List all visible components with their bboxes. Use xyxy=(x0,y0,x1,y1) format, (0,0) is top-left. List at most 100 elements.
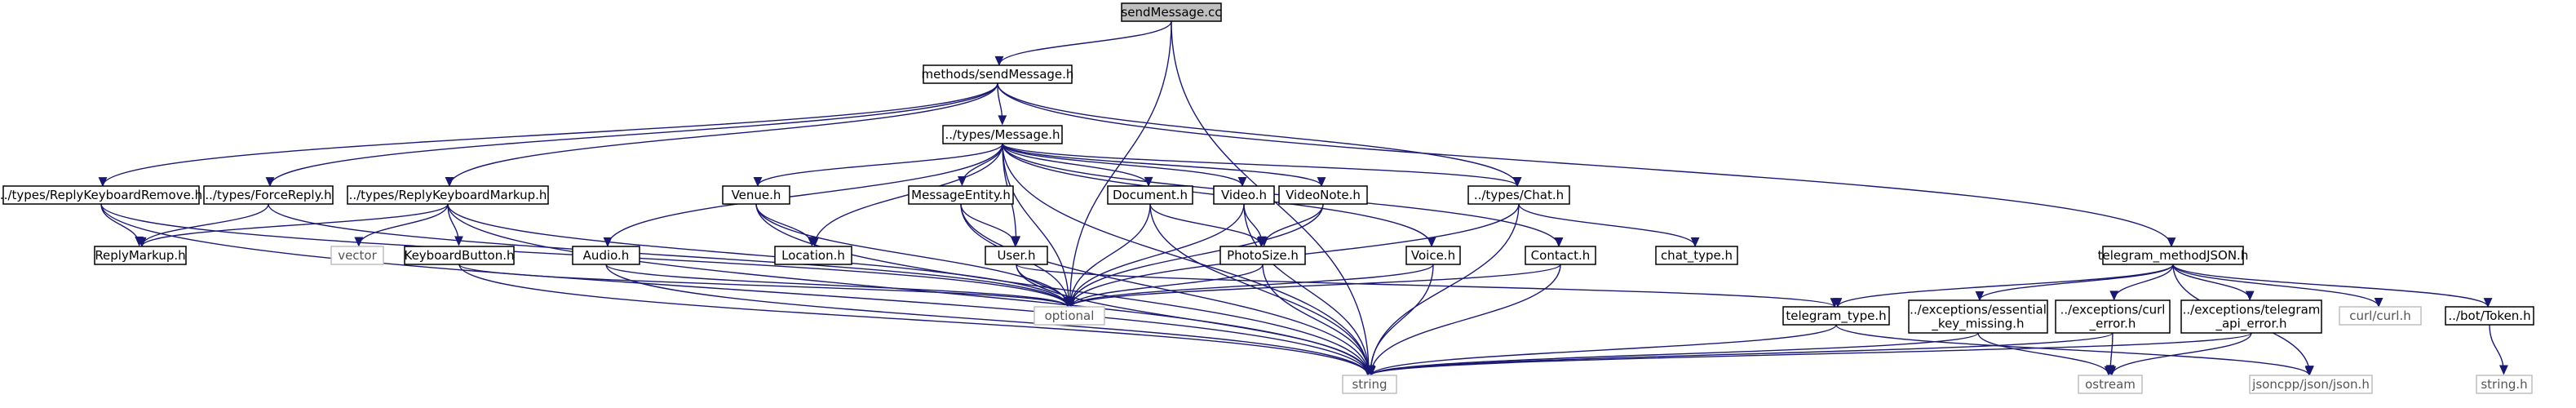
node-keyboardbutton[interactable]: KeyboardButton.h xyxy=(404,246,515,265)
arrowhead-icon xyxy=(2245,290,2255,301)
edge-line xyxy=(1070,203,1245,306)
node-box xyxy=(2476,375,2533,394)
node-box xyxy=(942,125,1063,144)
edge-exc-essential-to-string xyxy=(1366,332,1979,377)
node-label: ../types/Chat.h xyxy=(1474,188,1564,202)
node-videonote[interactable]: VideoNote.h xyxy=(1278,185,1368,205)
node-voice[interactable]: Voice.h xyxy=(1405,246,1461,265)
node-chat-type[interactable]: chat_type.h xyxy=(1655,246,1738,265)
node-user[interactable]: User.h xyxy=(985,246,1048,265)
edge-video-to-optional xyxy=(1066,203,1245,308)
edge-document-to-string xyxy=(1149,203,1373,376)
node-replymarkup[interactable]: ReplyMarkup.h xyxy=(94,246,187,265)
node-label: ../types/ReplyKeyboardMarkup.h xyxy=(349,188,547,202)
node-box xyxy=(1121,2,1222,22)
node-contact[interactable]: Contact.h xyxy=(1525,246,1596,265)
edge-voice-to-optional xyxy=(1066,264,1434,308)
arrowhead-icon xyxy=(1427,237,1436,247)
node-vector: vector xyxy=(330,246,384,265)
node-jsoncpp: jsoncpp/json/json.h xyxy=(2249,375,2373,394)
edge-line xyxy=(1837,264,2174,308)
edge-line xyxy=(1069,203,1151,306)
node-types-message[interactable]: ../types/Message.h xyxy=(942,125,1063,144)
edge-telegram-methodjson-to-exc-essential xyxy=(1975,264,2174,302)
edge-line xyxy=(1370,332,1979,376)
node-label: telegram_methodJSON.h xyxy=(2098,248,2249,264)
node-box xyxy=(1213,185,1275,205)
node-messageentity[interactable]: MessageEntity.h xyxy=(908,185,1014,205)
node-box xyxy=(1525,246,1596,265)
edge-types-replykeyboardmarkup-to-replymarkup xyxy=(137,203,449,248)
node-document[interactable]: Document.h xyxy=(1107,185,1193,205)
node-venue[interactable]: Venue.h xyxy=(722,185,790,205)
arrowhead-icon xyxy=(1690,237,1700,247)
edge-line xyxy=(757,143,1003,186)
edge-types-message-to-types-chat xyxy=(1002,143,1522,188)
arrowhead-icon xyxy=(2483,298,2493,308)
node-types-replykeyboardremove[interactable]: ../types/ReplyKeyboardRemove.h xyxy=(0,185,202,205)
node-audio[interactable]: Audio.h xyxy=(572,246,640,265)
edge-keyboardbutton-to-string xyxy=(458,264,1373,377)
edge-line xyxy=(2172,264,2489,308)
node-box xyxy=(908,185,1014,205)
edge-types-forcereply-to-replymarkup xyxy=(137,203,269,247)
node-root[interactable]: sendMessage.cc xyxy=(1121,2,1222,22)
node-box xyxy=(203,185,334,205)
edge-telegram-methodjson-to-curl xyxy=(2172,264,2383,308)
edge-types-message-to-venue xyxy=(753,143,1003,188)
edge-line xyxy=(1070,264,1434,308)
edge-line xyxy=(1977,332,2109,375)
edge-line xyxy=(1002,143,1518,187)
node-label: ostream xyxy=(2085,377,2136,392)
node-label: Voice.h xyxy=(1411,248,1455,263)
edge-methods-sendmessage-to-types-replykeyboardmarkup xyxy=(445,82,998,188)
node-label: PhotoSize.h xyxy=(1227,248,1299,263)
node-box xyxy=(2445,306,2534,326)
node-methods-sendmessage[interactable]: methods/sendMessage.h xyxy=(922,64,1074,84)
node-types-chat[interactable]: ../types/Chat.h xyxy=(1467,185,1570,205)
arrowhead-icon xyxy=(998,115,1007,126)
edge-line xyxy=(1518,203,1696,246)
edge-line xyxy=(358,203,449,246)
node-box xyxy=(1908,299,2048,334)
edge-messageentity-to-user xyxy=(960,203,1020,247)
edge-types-chat-to-chat-type xyxy=(1518,203,1700,247)
node-exc-telegram-api[interactable]: ../exceptions/telegram_api_error.h xyxy=(2180,299,2322,334)
node-types-replykeyboardmarkup[interactable]: ../types/ReplyKeyboardMarkup.h xyxy=(347,185,549,205)
node-label: chat_type.h xyxy=(1661,248,1733,264)
node-label: Document.h xyxy=(1113,188,1188,202)
edge-line xyxy=(997,82,1518,186)
arrowhead-icon xyxy=(1317,177,1326,188)
edge-telegram-methodjson-to-bot-token xyxy=(2172,264,2493,308)
edge-line xyxy=(1370,332,2252,376)
node-telegram-type[interactable]: telegram_type.h xyxy=(1782,306,1890,326)
edge-root-to-optional xyxy=(1065,20,1172,307)
arrowhead-icon xyxy=(354,237,364,247)
arrowhead-icon xyxy=(1366,366,1376,377)
node-exc-curl[interactable]: ../exceptions/curl_error.h xyxy=(2055,299,2171,334)
node-box xyxy=(722,185,790,205)
edge-line xyxy=(1370,332,2113,376)
node-label: ../types/ForceReply.h xyxy=(205,188,331,202)
arrowhead-icon xyxy=(807,237,817,247)
node-bot-token[interactable]: ../bot/Token.h xyxy=(2445,306,2534,326)
edge-line xyxy=(1835,324,2310,376)
node-photosize[interactable]: PhotoSize.h xyxy=(1219,246,1306,265)
node-types-forcereply[interactable]: ../types/ForceReply.h xyxy=(203,185,334,205)
node-telegram-methodjson[interactable]: telegram_methodJSON.h xyxy=(2098,246,2249,265)
edge-line xyxy=(458,264,1369,375)
node-exc-essential[interactable]: ../exceptions/essential_key_missing.h xyxy=(1908,299,2048,334)
node-video[interactable]: Video.h xyxy=(1213,185,1275,205)
node-string: string xyxy=(1342,375,1397,394)
edge-root-to-methods-sendmessage xyxy=(994,20,1172,66)
edge-line xyxy=(998,20,1172,65)
node-label: ../exceptions/curl xyxy=(2060,303,2166,317)
arrowhead-icon xyxy=(445,177,454,188)
node-location[interactable]: Location.h xyxy=(774,246,852,265)
node-box xyxy=(2,185,200,205)
edge-line xyxy=(1016,264,1369,375)
edge-line xyxy=(960,203,1369,375)
edge-line xyxy=(447,203,1069,307)
edge-keyboardbutton-to-optional xyxy=(458,264,1073,308)
